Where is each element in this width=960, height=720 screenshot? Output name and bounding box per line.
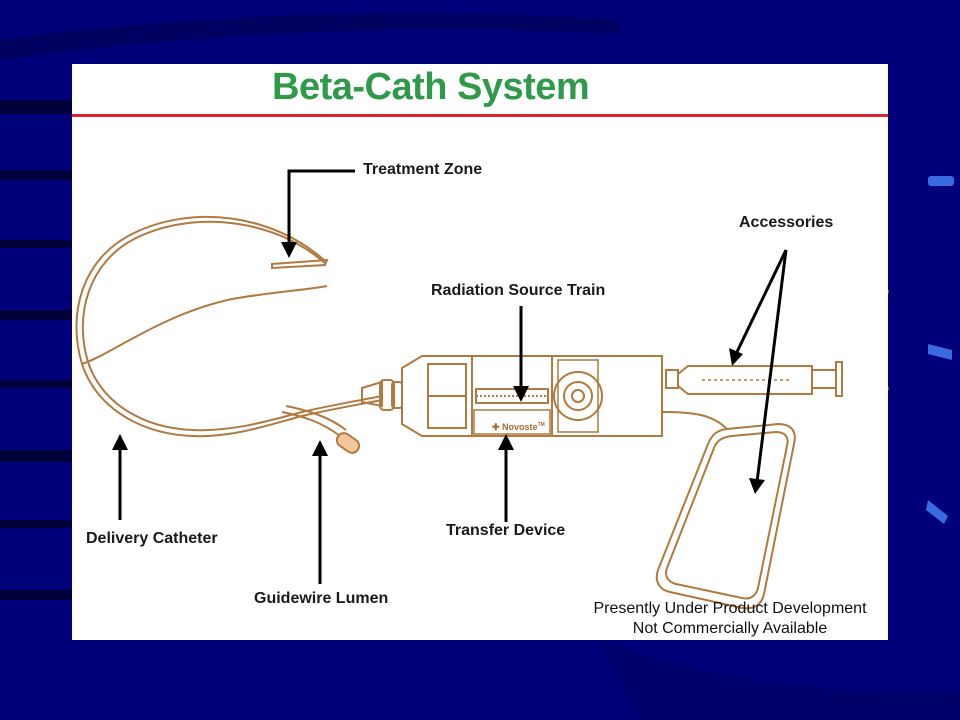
transfer-device-shape xyxy=(401,355,663,437)
arrow-accessories-bag xyxy=(755,249,788,483)
arrow-treatment-zone xyxy=(287,169,355,244)
label-radiation-source-train: Radiation Source Train xyxy=(431,282,606,299)
label-accessories: Accessories xyxy=(739,214,834,231)
guidewire-lumen-shape xyxy=(281,411,341,437)
label-delivery-catheter: Delivery Catheter xyxy=(86,530,218,547)
delivery-catheter-shape xyxy=(75,215,383,438)
disclaimer-line-2: Not Commercially Available xyxy=(632,620,828,637)
title-rule xyxy=(72,114,888,117)
accessory-bag-shape xyxy=(655,422,796,610)
label-transfer-device: Transfer Device xyxy=(446,522,566,539)
label-treatment-zone: Treatment Zone xyxy=(363,161,483,178)
device-diagram: ✚ NovosteTM xyxy=(75,169,843,610)
label-guidewire-lumen: Guidewire Lumen xyxy=(254,590,389,607)
slide-title: Beta-Cath System xyxy=(272,66,590,108)
arrow-accessories-syringe xyxy=(734,249,788,355)
development-disclaimer: Presently Under Product Development Not … xyxy=(572,599,888,639)
novoste-brand-mark: ✚ NovosteTM xyxy=(492,422,545,432)
disclaimer-line-1: Presently Under Product Development xyxy=(593,600,867,617)
syringe-shape xyxy=(665,369,679,389)
diagram-panel: Beta-Cath System xyxy=(72,64,888,640)
